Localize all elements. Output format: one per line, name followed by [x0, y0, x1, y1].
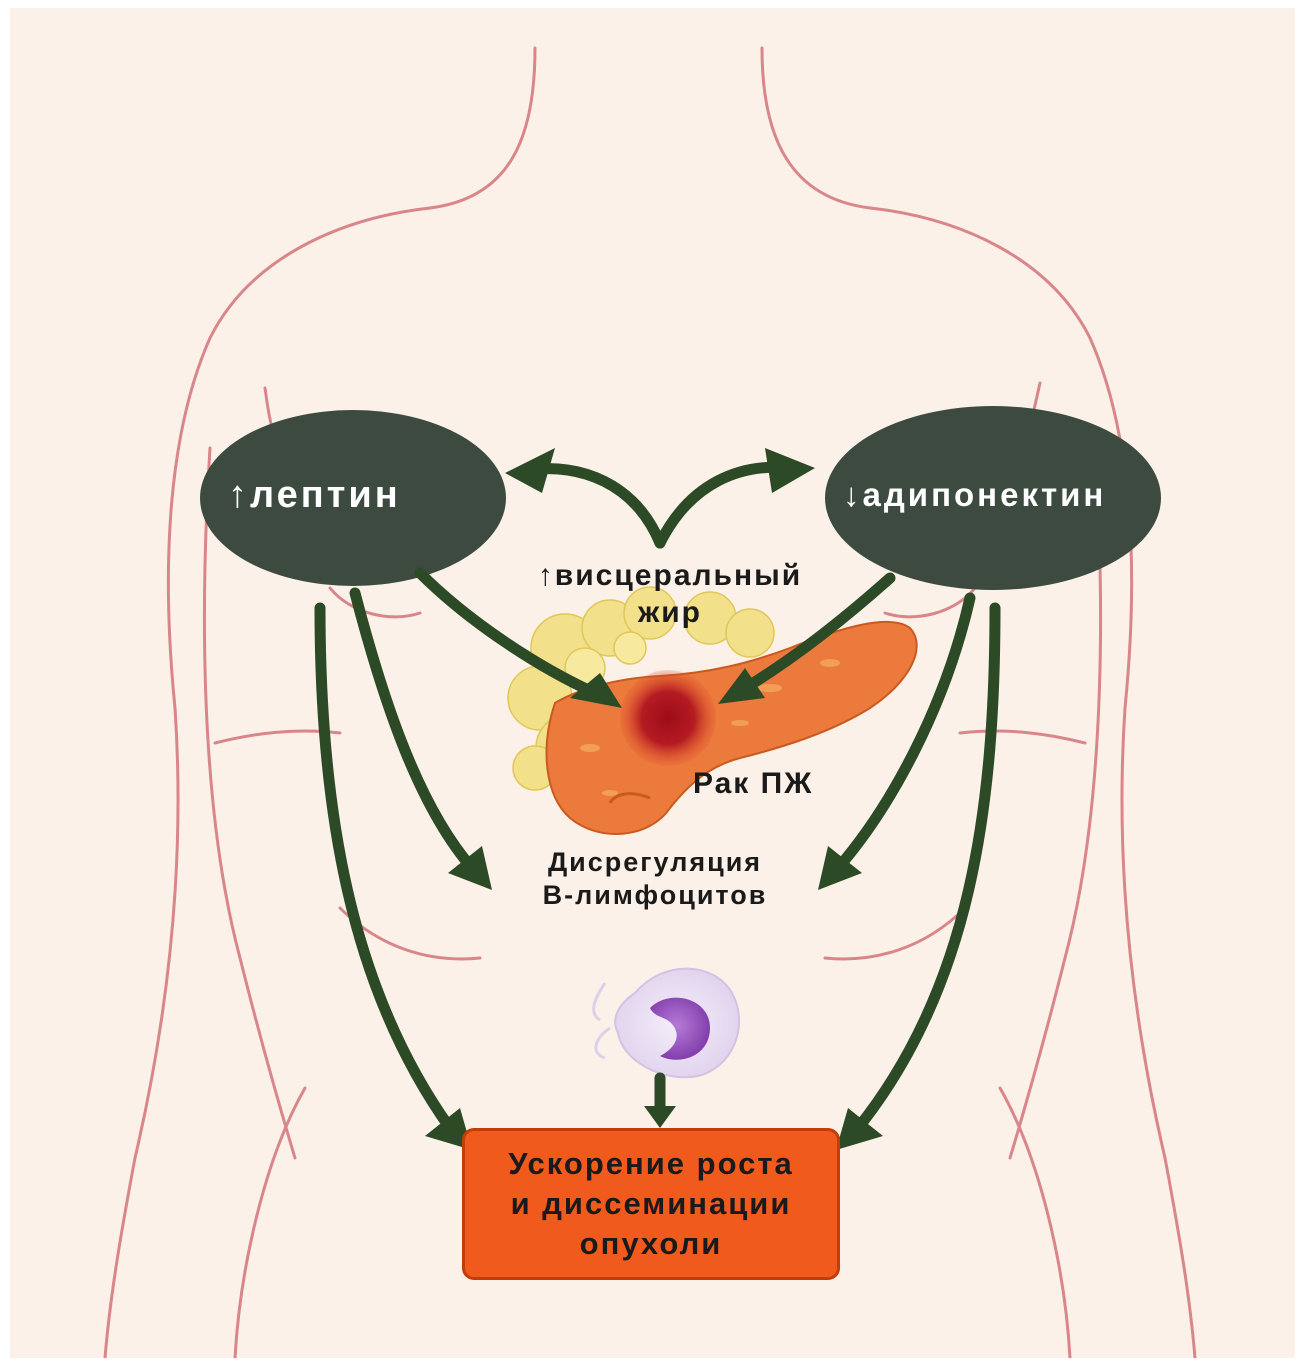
b-cell-dysregulation-label: Дисрегуляция B-лимфоцитов — [490, 846, 820, 912]
diagram-canvas: ↑лептин ↓адипонектин ↑висцеральный жир Р… — [10, 8, 1295, 1358]
outcome-label: Ускорение роста и диссеминации опухоли — [508, 1144, 794, 1265]
outcome-box: Ускорение роста и диссеминации опухоли — [462, 1128, 840, 1280]
leptin-label: ↑лептин — [228, 474, 401, 517]
adiponectin-label: ↓адипонектин — [843, 476, 1106, 514]
arrow-leptin-to-bcells — [355, 593, 472, 868]
pancreatic-cancer-label: Рак ПЖ — [693, 766, 813, 803]
lymphocyte-cell-icon — [594, 969, 739, 1078]
visceral-fat-label: ↑висцеральный жир — [490, 558, 850, 631]
arrow-to-leptin — [530, 469, 660, 543]
tumor-spot-icon — [620, 670, 716, 766]
